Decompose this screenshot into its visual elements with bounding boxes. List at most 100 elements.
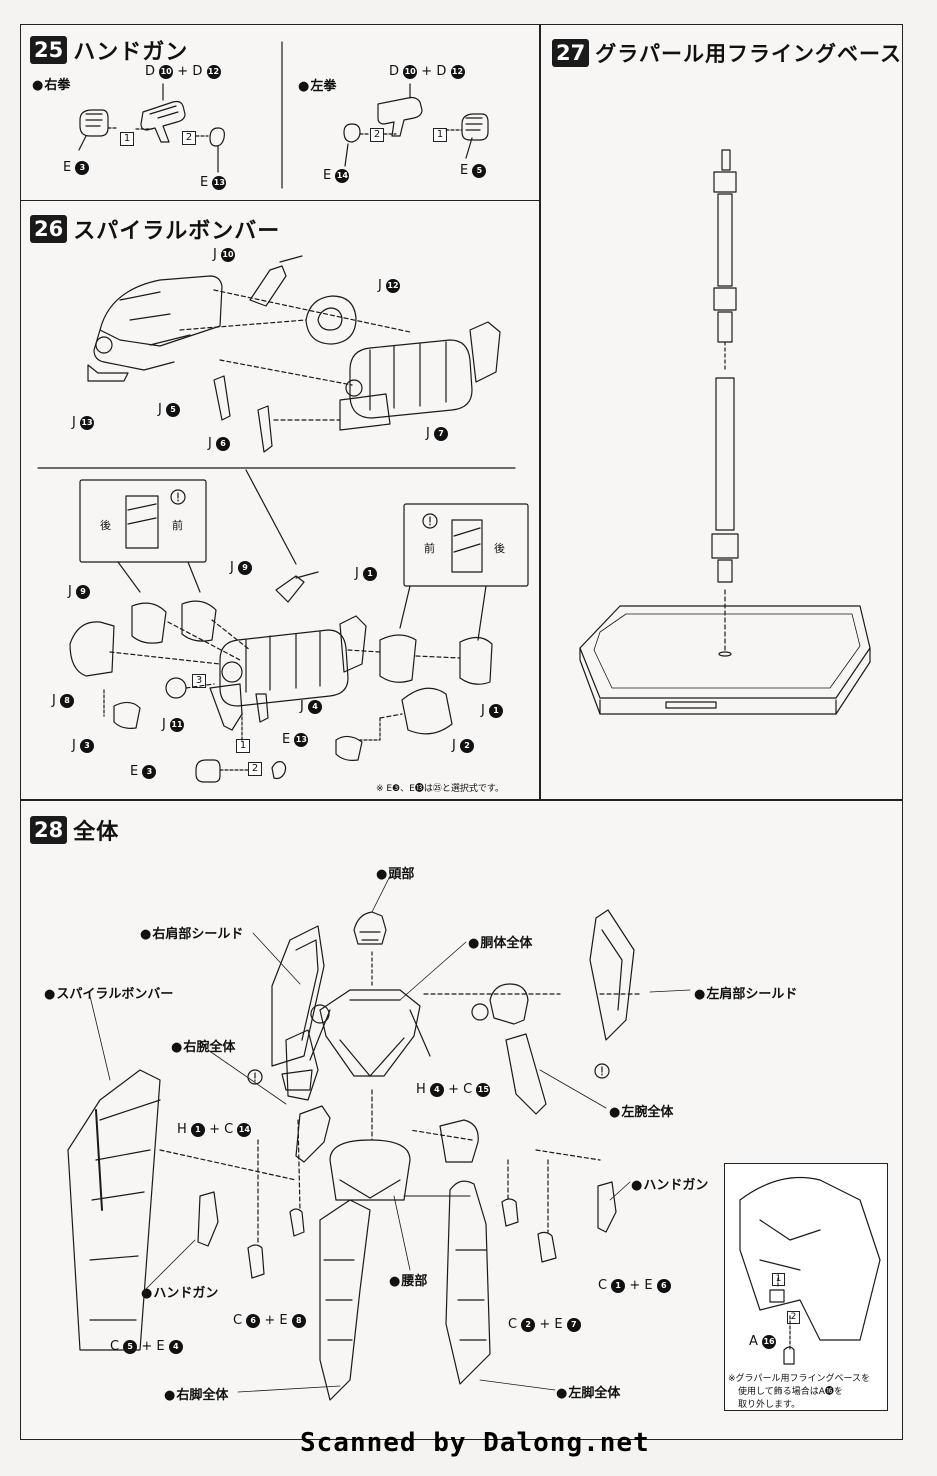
part-ref-l-top: D 10 + D 12: [389, 64, 465, 79]
caution-icon: [594, 1063, 610, 1079]
part-ref-r-top: D 10 + D 12: [145, 64, 221, 79]
right-arm-icon: [281, 1029, 319, 1101]
step-number: 27: [552, 39, 590, 67]
handle-part-icon: [249, 255, 303, 307]
part-ref-j7: J 7: [426, 426, 448, 441]
inset-detail-box: [724, 1163, 888, 1411]
part-ref-j1b: J 1: [481, 703, 503, 718]
part-ref-j3: J 3: [72, 738, 94, 753]
spiral-bomber-housing-icon: [87, 275, 223, 382]
part-ref-r-e1: E 3: [63, 160, 90, 175]
handgun-icon: [197, 1191, 219, 1247]
section-26-panel: [20, 200, 540, 800]
label-right-leg: 右脚全体: [164, 1384, 228, 1403]
ring-half-icon: [181, 600, 217, 642]
label-left-leg: 左脚全体: [556, 1382, 620, 1401]
fist-icon: [195, 759, 221, 783]
part-ref-j11: J 11: [162, 717, 184, 732]
part-ref-j8: J 8: [52, 693, 74, 708]
inset-closeup-icon: [739, 1177, 881, 1365]
part-ref-l-e1: E 14: [323, 168, 350, 183]
inset-note-line2: 使用して飾る場合はA⓰を: [738, 1387, 843, 1397]
handgun-icon: [140, 100, 186, 143]
part-ref-j12: J 12: [378, 278, 400, 293]
right-hand-icon: [295, 1105, 331, 1163]
part-ref-c2e7: C 2 + E 7: [508, 1317, 581, 1332]
step-box-2: 2: [182, 131, 196, 145]
step-number: 28: [30, 816, 68, 844]
label-head: 頭部: [376, 863, 414, 882]
left-shoulder-shield-icon: [589, 909, 635, 1041]
left-hand-fist-icon: [439, 1119, 479, 1163]
trigger-finger-icon: [343, 123, 361, 143]
part-ref-c1e6: C 1 + E 6: [598, 1278, 671, 1293]
label-waist: 腰部: [389, 1270, 427, 1289]
shell-part-icon: [379, 634, 417, 683]
section-28-header: 28 全体: [30, 814, 119, 846]
hand-icon: [501, 1198, 519, 1227]
robot-head-icon: [353, 911, 387, 945]
section-26-header: 26 スパイラルボンバー: [30, 213, 280, 245]
drum-assembly-icon: [209, 571, 367, 731]
left-arm-icon: [471, 983, 547, 1115]
part-ref-j1a: J 1: [355, 566, 377, 581]
selection-note: ※ E❸、E⓭は㉕と選択式です。: [376, 784, 504, 794]
part-ref-h1c14: H 1 + C 14: [177, 1122, 252, 1137]
right-fist-icon: [79, 109, 109, 137]
step-box-3: 3: [192, 674, 206, 688]
hand-icon: [537, 1231, 557, 1263]
drum-ring-icon: [305, 295, 357, 345]
handgun-icon: [597, 1181, 617, 1233]
hand-icon: [289, 1208, 305, 1237]
label-left-arm: 左腕全体: [609, 1101, 673, 1120]
part-ref-a16: A 16: [749, 1334, 777, 1349]
torso-icon: [309, 989, 431, 1077]
hand-icon: [247, 1244, 265, 1279]
part-ref-e3: E 3: [130, 764, 157, 779]
label-right-arm: 右腕全体: [171, 1036, 235, 1055]
step-box-2: 2: [248, 762, 262, 776]
section-title: グラパール用フライングベース: [595, 42, 902, 66]
flying-base-stand-icon: [579, 149, 871, 715]
left-fist-icon: [461, 113, 489, 141]
label-handgun-right: ハンドガン: [141, 1282, 218, 1301]
part-ref-j9b: J 9: [230, 560, 252, 575]
label-handgun-left: ハンドガン: [631, 1174, 708, 1193]
part-ref-j9a: J 9: [68, 584, 90, 599]
shell-part-icon: [401, 687, 453, 735]
callout-back-label: 後: [494, 542, 505, 555]
part-ref-j13: J 13: [72, 415, 94, 430]
plate-diagram-icon: [451, 519, 483, 573]
part-ref-c6e8: C 6 + E 8: [233, 1313, 306, 1328]
trigger-finger-icon: [209, 127, 225, 147]
part-ref-r-e2: E 13: [200, 175, 227, 190]
shell-part-icon: [459, 636, 493, 685]
section-title: スパイラルボンバー: [73, 219, 281, 244]
trigger-finger-icon: [271, 761, 287, 780]
clip-part-icon: [113, 701, 141, 729]
part-ref-j2: J 2: [452, 738, 474, 753]
step-box-1: 1: [120, 132, 134, 146]
left-leg-icon: [445, 1180, 491, 1385]
right-shoulder-shield-icon: [271, 925, 330, 1067]
spiral-bomber-icon: [67, 1069, 161, 1351]
label-spiral-bomber: スパイラルボンバー: [44, 983, 173, 1002]
caution-icon: [422, 513, 438, 529]
part-ref-j6: J 6: [208, 436, 230, 451]
clip-part-icon: [335, 735, 363, 761]
section-title: ハンドガン: [73, 40, 189, 65]
callout-front-label: 前: [424, 542, 435, 555]
caution-icon: [247, 1069, 263, 1085]
end-cap-icon: [69, 621, 115, 677]
part-ref-j10: J 10: [213, 247, 235, 262]
right-fist-label: 右拳: [32, 74, 70, 93]
section-25-header: 25 ハンドガン: [30, 34, 188, 66]
label-torso: 胴体全体: [468, 932, 532, 951]
callout-front-label: 前: [172, 519, 183, 532]
caution-icon: [170, 489, 186, 505]
label-left-shoulder-shield: 左肩部シールド: [694, 983, 797, 1002]
step-box-1: 1: [433, 128, 447, 142]
inset-note-line1: ※グラパール用フライングベースを: [728, 1374, 871, 1384]
part-ref-j5: J 5: [158, 402, 180, 417]
